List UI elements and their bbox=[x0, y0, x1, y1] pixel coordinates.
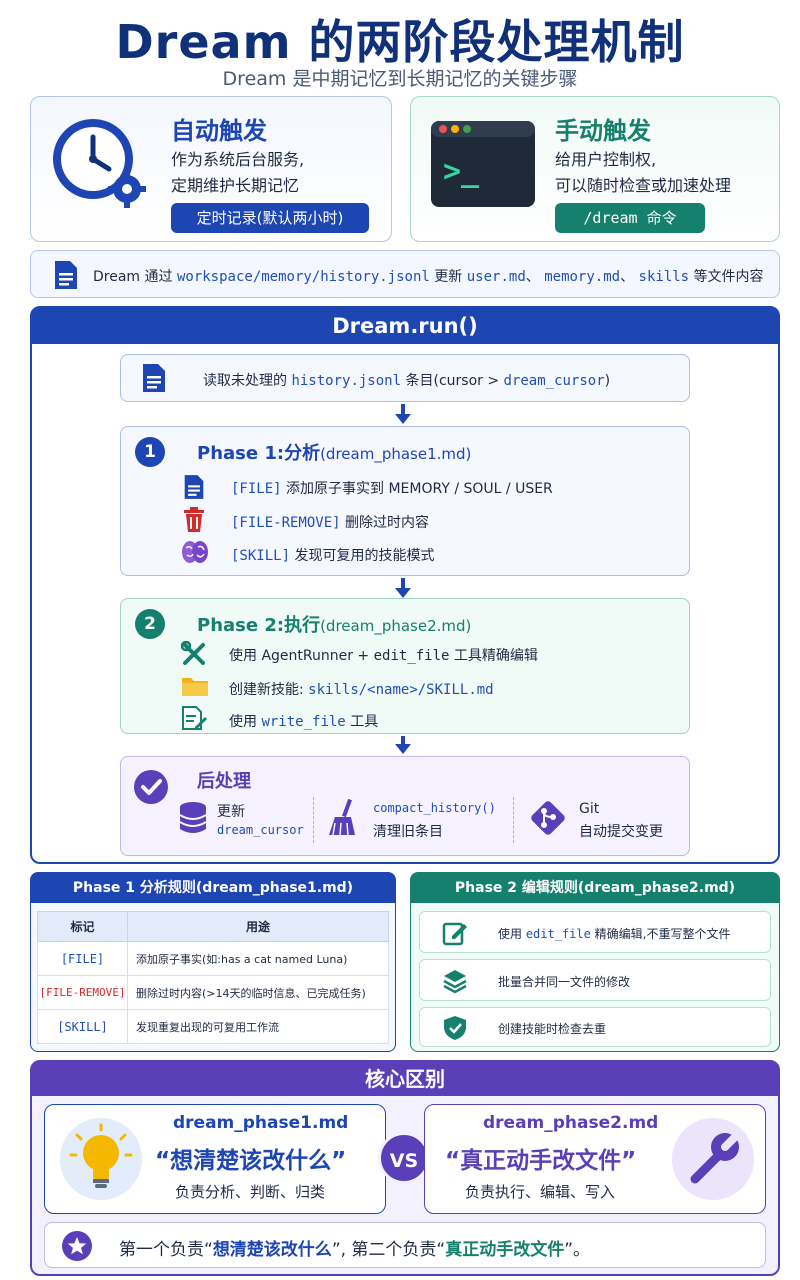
flow-arrow-head bbox=[395, 744, 411, 754]
core-right-file: dream_phase2.md bbox=[483, 1113, 659, 1133]
manual-trigger-desc-2: 可以随时检查或加速处理 bbox=[555, 176, 732, 195]
phase1-item-skill: [SKILL] 发现可复用的技能模式 bbox=[231, 548, 435, 564]
edit-icon bbox=[442, 922, 467, 946]
table-row: [FILE] 添加原子事实(如:has a cat named Luna) bbox=[37, 941, 389, 976]
info-bar: Dream 通过 workspace/memory/history.jsonl … bbox=[30, 250, 780, 298]
document-icon bbox=[143, 364, 165, 392]
flow-arrow bbox=[401, 578, 405, 588]
phase2-rules-head: Phase 2 编辑规则(dream_phase2.md) bbox=[411, 873, 779, 903]
brain-icon bbox=[182, 541, 208, 563]
core-left-card: dream_phase1.md “想清楚该改什么” 负责分析、判断、归类 bbox=[44, 1104, 386, 1214]
phase1-item-remove: [FILE-REMOVE] 删除过时内容 bbox=[231, 515, 430, 531]
post-update-label: 更新 bbox=[217, 804, 245, 820]
phase2-item-write: 使用 write_file 工具 bbox=[229, 714, 379, 730]
phase2-title: Phase 2:执行(dream_phase2.md) bbox=[197, 615, 472, 636]
git-icon bbox=[531, 801, 565, 835]
post-compact-label: 清理旧条目 bbox=[373, 824, 443, 840]
dream-command-badge: /dream 命令 bbox=[555, 203, 705, 233]
clock-gear-icon bbox=[53, 119, 146, 208]
post-divider bbox=[513, 797, 514, 843]
phase2-rule-3: 创建技能时检查去重 bbox=[419, 1007, 771, 1047]
post-git-label: Git bbox=[579, 801, 600, 817]
phase1-box: 1 Phase 1:分析(dream_phase1.md) [FILE] 添加原… bbox=[120, 426, 690, 576]
core-summary: 第一个负责“想清楚该改什么”, 第二个负责“真正动手改文件”。 bbox=[44, 1222, 766, 1268]
page-subtitle: Dream 是中期记忆到长期记忆的关键步骤 bbox=[222, 68, 578, 90]
write-file-icon bbox=[182, 706, 207, 730]
core-left-quote: “想清楚该改什么” bbox=[155, 1148, 347, 1174]
manual-trigger-title: 手动触发 bbox=[555, 117, 651, 145]
phase2-item-edit: 使用 AgentRunner + edit_file 工具精确编辑 bbox=[229, 648, 538, 664]
auto-trigger-desc-2: 定期维护长期记忆 bbox=[171, 176, 300, 195]
vs-badge: VS bbox=[378, 1132, 430, 1184]
post-update-code: dream_cursor bbox=[217, 823, 304, 837]
core-left-desc: 负责分析、判断、归类 bbox=[175, 1183, 326, 1201]
col-tag-header: 标记 bbox=[37, 911, 128, 942]
core-right-quote: “真正动手改文件” bbox=[445, 1148, 637, 1174]
flow-arrow-head bbox=[395, 588, 411, 598]
read-history-text: 读取未处理的 history.jsonl 条目(cursor > dream_c… bbox=[203, 373, 611, 389]
folder-icon bbox=[182, 678, 208, 696]
post-compact-code: compact_history() bbox=[373, 801, 496, 815]
page-title: Dream 的两阶段处理机制 bbox=[115, 15, 685, 69]
phase2-box: 2 Phase 2:执行(dream_phase2.md) 使用 AgentRu… bbox=[120, 598, 690, 734]
database-icon bbox=[179, 802, 207, 833]
trash-icon bbox=[184, 507, 204, 532]
phase1-item-file: [FILE] 添加原子事实到 MEMORY / SOUL / USER bbox=[231, 481, 553, 497]
core-right-desc: 负责执行、编辑、写入 bbox=[465, 1183, 616, 1201]
flow-arrow bbox=[401, 736, 405, 744]
phase2-rules-panel: Phase 2 编辑规则(dream_phase2.md) 使用 edit_fi… bbox=[410, 872, 780, 1052]
core-difference-panel: 核心区别 dream_phase1.md “想清楚该改什么” 负责分析、判断、归… bbox=[30, 1060, 780, 1276]
phase1-rules-table: 标记 用途 [FILE] 添加原子事实(如:has a cat named Lu… bbox=[37, 911, 389, 1044]
table-row: [SKILL] 发现重复出现的可复用工作流 bbox=[37, 1009, 389, 1044]
post-git-desc: 自动提交变更 bbox=[579, 824, 663, 840]
phase1-title: Phase 1:分析(dream_phase1.md) bbox=[197, 443, 472, 464]
phase1-rules-panel: Phase 1 分析规则(dream_phase1.md) 标记 用途 [FIL… bbox=[30, 872, 396, 1052]
post-process-box: 后处理 更新 dream_cursor compact_history() 清理… bbox=[120, 756, 690, 856]
core-difference-head: 核心区别 bbox=[32, 1062, 778, 1096]
document-icon bbox=[55, 261, 77, 289]
phase1-number: 1 bbox=[135, 437, 165, 467]
phase2-number: 2 bbox=[135, 609, 165, 639]
terminal-icon: >_ bbox=[431, 121, 535, 207]
core-right-card: dream_phase2.md “真正动手改文件” 负责执行、编辑、写入 bbox=[424, 1104, 766, 1214]
flow-arrow bbox=[401, 404, 405, 414]
terminal-prompt: >_ bbox=[443, 154, 480, 189]
file-icon bbox=[184, 475, 204, 499]
manual-trigger-desc-1: 给用户控制权, bbox=[555, 150, 657, 169]
auto-trigger-card: 自动触发 作为系统后台服务, 定期维护长期记忆 定时记录(默认两小时) bbox=[30, 96, 392, 242]
info-text: Dream 通过 workspace/memory/history.jsonl … bbox=[93, 269, 764, 285]
read-history-box: 读取未处理的 history.jsonl 条目(cursor > dream_c… bbox=[120, 354, 690, 402]
dream-run-frame: Dream.run() 读取未处理的 history.jsonl 条目(curs… bbox=[30, 306, 780, 864]
shield-check-icon bbox=[444, 1016, 466, 1040]
phase2-rule-1: 使用 edit_file 精确编辑,不重写整个文件 bbox=[419, 911, 771, 953]
dream-run-header: Dream.run() bbox=[32, 308, 778, 344]
wrench-icon bbox=[672, 1118, 754, 1200]
phase1-rules-head: Phase 1 分析规则(dream_phase1.md) bbox=[31, 873, 395, 903]
post-divider bbox=[313, 797, 314, 843]
auto-trigger-desc-1: 作为系统后台服务, bbox=[171, 150, 305, 169]
lightbulb-icon bbox=[60, 1118, 142, 1200]
auto-trigger-title: 自动触发 bbox=[171, 117, 267, 145]
star-icon bbox=[62, 1231, 92, 1261]
schedule-badge: 定时记录(默认两小时) bbox=[171, 203, 369, 233]
post-process-title: 后处理 bbox=[197, 771, 251, 792]
flow-arrow-head bbox=[395, 414, 411, 424]
manual-trigger-card: >_ 手动触发 给用户控制权, 可以随时检查或加速处理 /dream 命令 bbox=[410, 96, 780, 242]
table-row: [FILE-REMOVE] 删除过时内容(>14天的临时信息、已完成任务) bbox=[37, 975, 389, 1010]
broom-icon bbox=[329, 799, 355, 836]
core-summary-text: 第一个负责“想清楚该改什么”, 第二个负责“真正动手改文件”。 bbox=[119, 1240, 591, 1260]
phase2-rule-2: 批量合并同一文件的修改 bbox=[419, 959, 771, 1001]
core-left-file: dream_phase1.md bbox=[173, 1113, 349, 1133]
check-circle-icon bbox=[134, 770, 168, 804]
col-use-header: 用途 bbox=[127, 911, 389, 942]
tools-icon bbox=[181, 641, 205, 665]
phase2-item-skill: 创建新技能: skills/<name>/SKILL.md bbox=[229, 682, 494, 698]
layers-icon bbox=[443, 970, 467, 994]
